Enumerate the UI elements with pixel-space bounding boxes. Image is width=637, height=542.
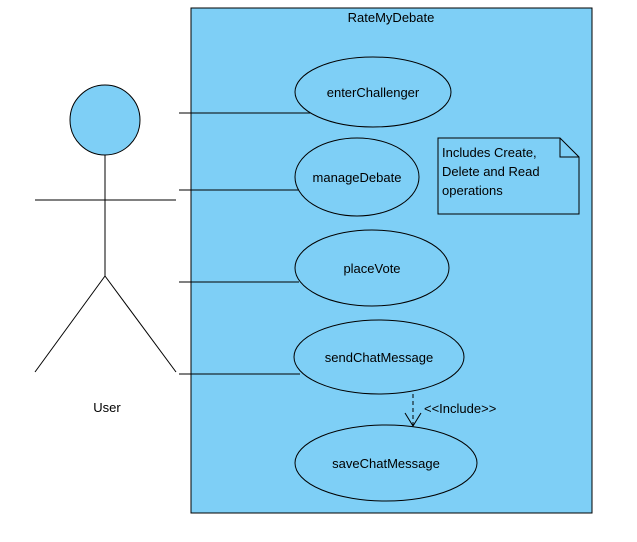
use-case-send-chat-message[interactable]: sendChatMessage bbox=[293, 319, 465, 395]
actor-label: User bbox=[93, 400, 121, 415]
use-case-label: enterChallenger bbox=[327, 85, 420, 100]
note-fold bbox=[559, 138, 579, 158]
actor-left-leg bbox=[34, 275, 106, 373]
include-label: <<Include>> bbox=[424, 401, 496, 416]
include-relationship: <<Include>> bbox=[404, 394, 496, 427]
note-line-1: Includes Create, bbox=[442, 145, 537, 160]
use-case-label: saveChatMessage bbox=[332, 456, 440, 471]
actor-right-leg bbox=[104, 275, 177, 373]
use-case-save-chat-message[interactable]: saveChatMessage bbox=[294, 424, 478, 502]
note-line-2: Delete and Read bbox=[442, 164, 540, 179]
use-case-enter-challenger[interactable]: enterChallenger bbox=[294, 56, 452, 128]
note-shape bbox=[437, 137, 580, 215]
use-case-label: sendChatMessage bbox=[325, 350, 433, 365]
actor-head bbox=[69, 84, 141, 156]
use-case-manage-debate[interactable]: manageDebate bbox=[294, 137, 420, 217]
note: Includes Create, Delete and Read operati… bbox=[437, 137, 580, 215]
use-case-place-vote[interactable]: placeVote bbox=[294, 229, 450, 307]
use-case-label: manageDebate bbox=[313, 170, 402, 185]
include-arrowhead bbox=[404, 412, 422, 427]
note-line-3: operations bbox=[442, 183, 503, 198]
use-case-label: placeVote bbox=[343, 261, 400, 276]
system-title: RateMyDebate bbox=[348, 10, 435, 25]
actor-user[interactable]: User bbox=[34, 84, 177, 415]
